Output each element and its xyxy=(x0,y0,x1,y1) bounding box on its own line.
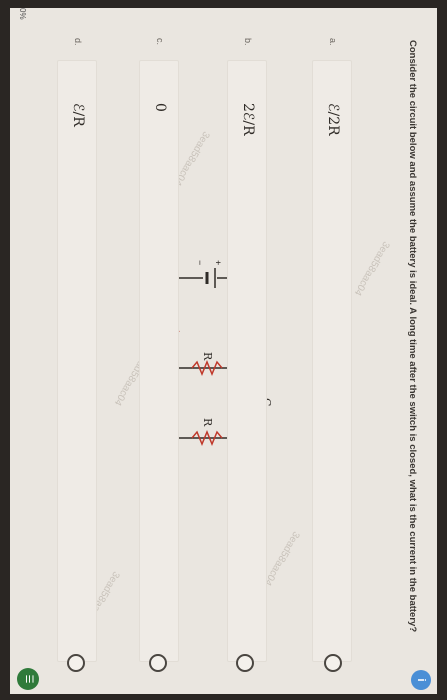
battery-icon xyxy=(203,268,217,288)
choice-row-d: d. ℰ/R xyxy=(57,38,97,662)
screen: Consider the circuit below and assume th… xyxy=(10,8,437,694)
resistor-label-2: R xyxy=(201,418,214,427)
choice-letter: a. xyxy=(328,38,338,46)
list-icon[interactable]: ☰ xyxy=(17,668,39,690)
choice-row-a: a. ℰ/2R xyxy=(312,38,352,662)
resistor-icon xyxy=(191,360,223,376)
choice-box: 0 xyxy=(139,60,179,662)
resistor-label-1: R xyxy=(201,352,214,361)
radio-choice-d[interactable] xyxy=(67,654,85,672)
battery-minus-label: − xyxy=(195,260,205,265)
choice-text: ℰ/2R xyxy=(325,103,341,136)
choice-text: 2ℰ/R xyxy=(240,103,256,136)
choice-letter: d. xyxy=(73,38,83,46)
choice-text: 0 xyxy=(152,103,168,112)
choice-text: ℰ/R xyxy=(70,103,86,127)
choice-row-b: b. 2ℰ/R xyxy=(227,38,267,662)
choice-row-c: c. 0 xyxy=(139,38,179,662)
progress-indicator: 0% xyxy=(18,8,27,20)
choice-box: ℰ/2R xyxy=(312,60,352,662)
resistor-icon xyxy=(191,430,223,446)
watermark: 3ead58aac04 xyxy=(261,529,302,588)
radio-choice-b[interactable] xyxy=(236,654,254,672)
choice-letter: c. xyxy=(155,38,165,46)
info-badge[interactable]: i xyxy=(411,670,431,690)
battery-plus-label: + xyxy=(213,260,223,265)
watermark: 3ead58aac04 xyxy=(351,239,392,298)
choice-box: 2ℰ/R xyxy=(227,60,267,662)
choice-letter: b. xyxy=(243,38,253,46)
choice-box: ℰ/R xyxy=(57,60,97,662)
radio-choice-c[interactable] xyxy=(149,654,167,672)
radio-choice-a[interactable] xyxy=(324,654,342,672)
question-text: Consider the circuit below and assume th… xyxy=(407,40,418,633)
quiz-page: Consider the circuit below and assume th… xyxy=(10,8,437,694)
